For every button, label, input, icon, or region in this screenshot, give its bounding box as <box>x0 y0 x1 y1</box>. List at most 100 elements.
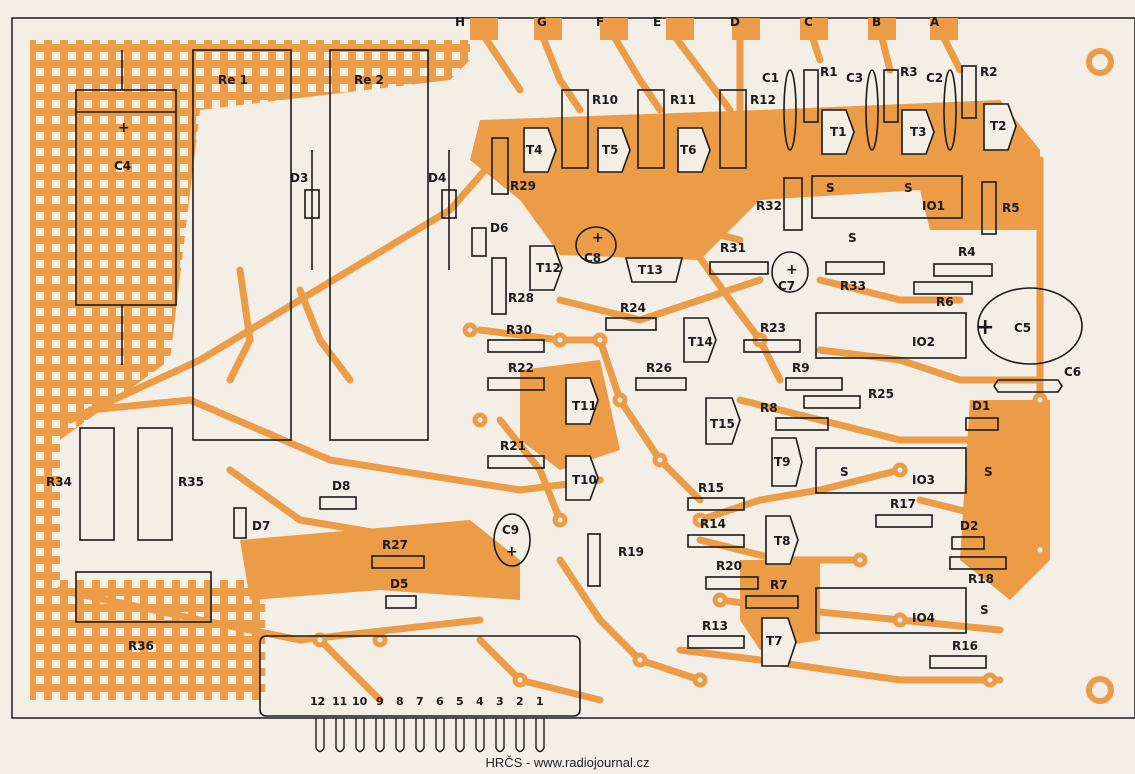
label-r10: R10 <box>592 93 618 107</box>
relay-2-body <box>329 49 429 441</box>
s-mark-io3-left: S <box>840 465 849 479</box>
pin-12: 12 <box>310 695 325 708</box>
pin-4: 4 <box>476 695 484 708</box>
label-r21: R21 <box>500 439 526 453</box>
label-t4: T4 <box>526 143 543 157</box>
label-t10: T10 <box>572 473 597 487</box>
label-io3: IO3 <box>912 473 935 487</box>
svg-text:+: + <box>506 544 518 560</box>
label-t8: T8 <box>774 534 791 548</box>
pin-3: 3 <box>496 695 504 708</box>
label-d5: D5 <box>390 577 408 591</box>
label-re2: Re 2 <box>354 73 384 87</box>
pin-1: 1 <box>536 695 544 708</box>
label-c4: C4 <box>114 159 131 173</box>
label-r17: R17 <box>890 497 916 511</box>
edge-connector-labels: H G F E D C B A <box>455 15 940 29</box>
pin-2: 2 <box>516 695 524 708</box>
solder-pads <box>312 322 1048 688</box>
edge-label-a: A <box>930 15 940 29</box>
label-t13: T13 <box>638 263 663 277</box>
label-c3: C3 <box>846 71 863 85</box>
label-r13: R13 <box>702 619 728 633</box>
label-d4: D4 <box>428 171 446 185</box>
connector-pin-numbers: 12 11 10 9 8 7 6 5 4 3 2 1 <box>310 695 544 708</box>
c4-body <box>75 89 177 306</box>
label-r3: R3 <box>900 65 918 79</box>
label-re1: Re 1 <box>218 73 248 87</box>
label-r14: R14 <box>700 517 726 531</box>
label-t7: T7 <box>766 634 783 648</box>
connector-pin-legs <box>315 718 545 753</box>
edge-label-b: B <box>872 15 881 29</box>
transistor-outlines <box>523 103 1017 667</box>
edge-label-d: D <box>730 15 740 29</box>
label-r11: R11 <box>670 93 696 107</box>
s-mark-io3-right: S <box>984 465 993 479</box>
s-mark-io4: S <box>980 603 989 617</box>
label-r31: R31 <box>720 241 746 255</box>
label-io4: IO4 <box>912 611 935 625</box>
mounting-hole-bottom <box>1086 676 1114 704</box>
label-io1: IO1 <box>922 199 945 213</box>
perfboard-grid-left <box>30 40 470 700</box>
pin-5: 5 <box>456 695 464 708</box>
label-r4: R4 <box>958 245 976 259</box>
io1-body <box>811 175 963 219</box>
component-outlines <box>75 49 1083 717</box>
copper-pour-bottom <box>240 520 520 600</box>
label-r33: R33 <box>840 279 866 293</box>
svg-text:+: + <box>976 315 994 340</box>
label-r32: R32 <box>756 199 782 213</box>
edge-label-h: H <box>455 15 465 29</box>
label-r2: R2 <box>980 65 998 79</box>
label-t11: T11 <box>572 399 597 413</box>
edge-connector-pads <box>470 18 958 40</box>
label-r26: R26 <box>646 361 672 375</box>
label-c8: C8 <box>584 251 601 265</box>
label-r34: R34 <box>46 475 72 489</box>
io2-body <box>815 312 967 359</box>
label-t12: T12 <box>536 261 561 275</box>
label-r36: R36 <box>128 639 154 653</box>
label-r30: R30 <box>506 323 532 337</box>
label-r19: R19 <box>618 545 644 559</box>
pin-7: 7 <box>416 695 424 708</box>
pin-9: 9 <box>376 695 384 708</box>
edge-label-c: C <box>804 15 813 29</box>
label-r29: R29 <box>510 179 536 193</box>
label-t5: T5 <box>602 143 619 157</box>
label-t9: T9 <box>774 455 791 469</box>
label-r20: R20 <box>716 559 742 573</box>
label-t15: T15 <box>710 417 735 431</box>
label-c7: C7 <box>778 279 795 293</box>
label-r35: R35 <box>178 475 204 489</box>
label-c2: C2 <box>926 71 943 85</box>
s-mark-io1-left: S <box>826 181 835 195</box>
label-d3: D3 <box>290 171 308 185</box>
s-mark-r33: S <box>848 231 857 245</box>
label-d6: D6 <box>490 221 508 235</box>
relay-1-body <box>192 49 292 441</box>
label-r9: R9 <box>792 361 810 375</box>
label-c1: C1 <box>762 71 779 85</box>
label-c9: C9 <box>502 523 519 537</box>
label-r6: R6 <box>936 295 954 309</box>
label-r7: R7 <box>770 578 788 592</box>
pin-11: 11 <box>332 695 347 708</box>
label-r15: R15 <box>698 481 724 495</box>
label-t6: T6 <box>680 143 697 157</box>
label-t1: T1 <box>830 125 847 139</box>
s-marks: S S S S S S <box>826 181 993 617</box>
label-d2: D2 <box>960 519 978 533</box>
edge-label-e: E <box>653 15 661 29</box>
c5-body <box>977 287 1083 365</box>
polarity-marks: + + + + + <box>118 120 994 560</box>
pin-8: 8 <box>396 695 404 708</box>
svg-text:+: + <box>786 262 798 278</box>
io4-body <box>815 587 967 634</box>
label-r27: R27 <box>382 538 408 552</box>
svg-text:+: + <box>592 230 604 246</box>
